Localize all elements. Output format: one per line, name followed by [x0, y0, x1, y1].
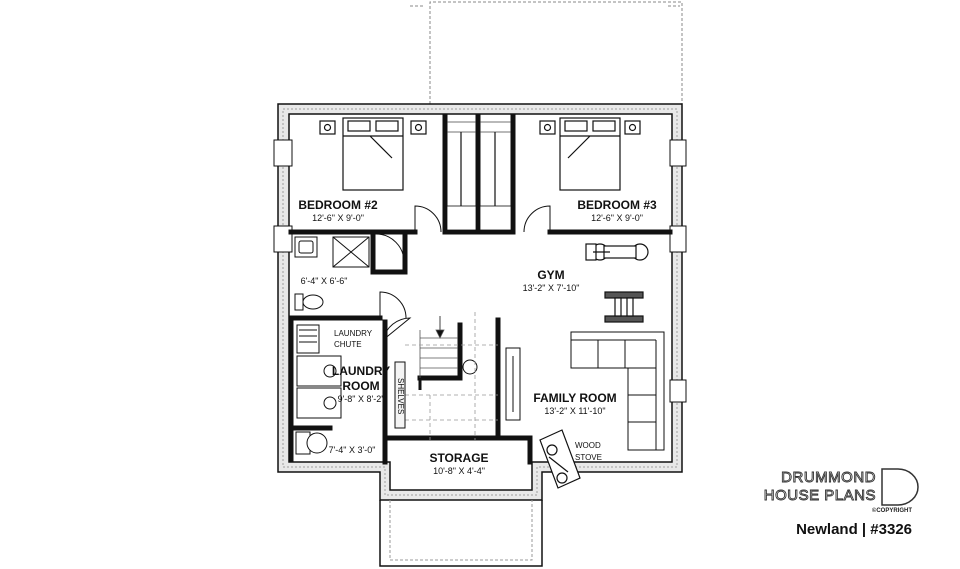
windows — [273, 139, 687, 403]
storage-name: STORAGE — [429, 451, 488, 465]
brand-d-icon — [881, 468, 919, 506]
bathroom-fixtures — [294, 236, 370, 311]
bedroom3-name: BEDROOM #3 — [577, 198, 657, 212]
bedroom3-dim: 12'-6" X 9'-0" — [591, 213, 643, 223]
stairs-lower — [418, 316, 478, 390]
family-name: FAMILY ROOM — [533, 391, 616, 405]
storage-dim: 10'-8" X 4'-4" — [433, 466, 485, 476]
brand-line1: DRUMMOND — [781, 469, 876, 486]
laundry-chute-label-1: LAUNDRY — [334, 329, 373, 338]
laundry-name-2: ROOM — [342, 379, 379, 393]
dashed-beams — [405, 312, 498, 440]
bathroom-dim: 6'-4" X 6'-6" — [301, 276, 348, 286]
wood-stove-label-1: WOOD — [575, 441, 601, 450]
stairs-upper — [446, 121, 512, 231]
window-well — [379, 500, 543, 567]
terrace-outline — [410, 1, 683, 104]
laundry-name-1: LAUNDRY — [332, 364, 390, 378]
plan-model-label: Newland | #3326 — [796, 521, 912, 538]
bedroom2-dim: 12'-6" X 9'-0" — [312, 213, 364, 223]
bedroom2-name: BEDROOM #2 — [298, 198, 378, 212]
laundry-dim: 9'-8" X 8'-2" — [338, 394, 385, 404]
tv-unit — [505, 347, 521, 421]
laundry-chute-label-2: CHUTE — [334, 340, 362, 349]
brand-copyright: ©COPYRIGHT — [872, 507, 912, 514]
sofa — [570, 331, 665, 451]
gym-dim: 13'-2" X 7'-10" — [523, 283, 580, 293]
gym-equipment — [585, 243, 649, 323]
bed-bedroom3 — [539, 117, 641, 191]
gym-name: GYM — [537, 268, 564, 282]
family-dim: 13'-2" X 11'-10" — [544, 406, 605, 416]
interior-walls — [288, 113, 673, 465]
brand-logo: DRUMMOND HOUSE PLANS ©COPYRIGHT — [763, 468, 919, 514]
laundry-fixtures — [295, 324, 406, 455]
wood-stove — [539, 429, 581, 489]
closet-dim: 7'-4" X 3'-0" — [329, 445, 376, 455]
bed-bedroom2 — [319, 117, 427, 191]
wood-stove-label-2: STOVE — [575, 453, 602, 462]
brand-line2: HOUSE PLANS — [764, 487, 876, 504]
doors — [375, 205, 551, 341]
shelves-label: SHELVES — [396, 378, 405, 414]
